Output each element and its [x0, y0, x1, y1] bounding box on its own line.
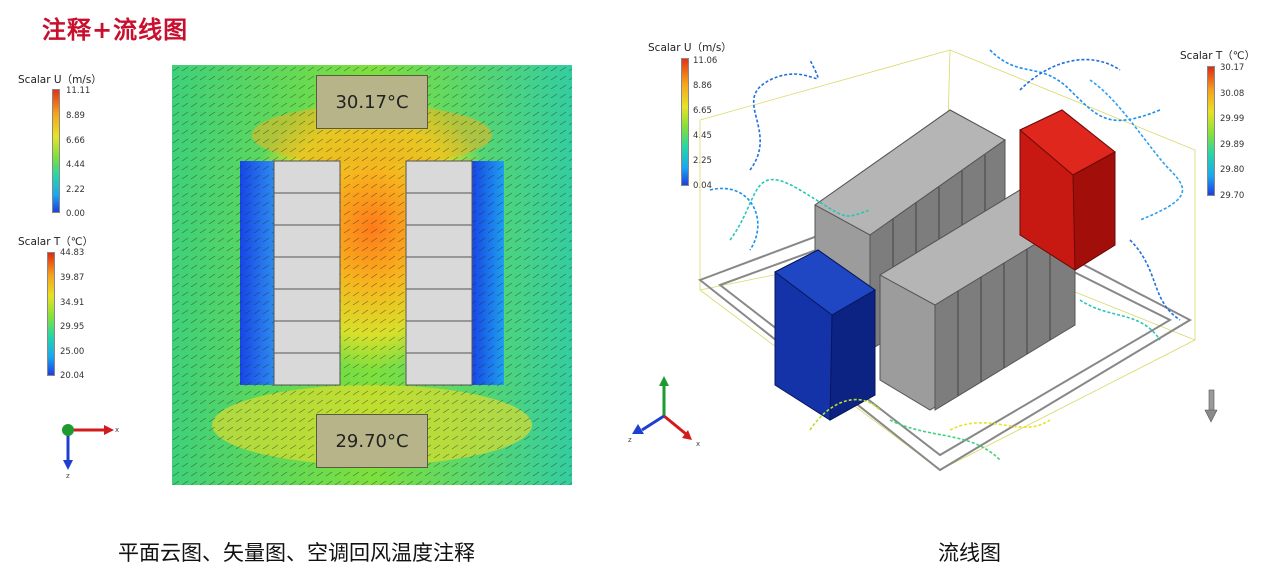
plan-contour-plot: [172, 65, 572, 485]
gravity-arrow-icon: [1204, 389, 1218, 423]
crac-unit-blue: [774, 249, 876, 421]
axis-x-label-right: x: [696, 440, 701, 448]
axis-z-label: z: [66, 472, 70, 480]
crac-unit-red: [1019, 109, 1116, 271]
streamline-legend-u-tick: 8.86: [693, 81, 712, 91]
streamline-3d-view: [697, 49, 1196, 472]
streamline-legend-u-tick: 4.45: [693, 131, 712, 141]
legend-u-tick: 2.22: [66, 185, 85, 195]
right-caption: 流线图: [938, 541, 1001, 565]
legend-u-title: Scalar U（m/s）: [18, 74, 102, 86]
page-title: 注释+流线图: [42, 16, 189, 44]
legend-t-tick: 25.00: [60, 347, 85, 357]
legend-u-tick: 6.66: [66, 136, 85, 146]
axis-indicator-left: [62, 424, 114, 470]
legend-t-tick: 44.83: [60, 248, 85, 258]
streamline-legend-u-tick: 0.04: [693, 181, 712, 191]
legend-u-colorbar: [52, 89, 60, 213]
streamline-legend-t-tick: 29.99: [1220, 114, 1245, 124]
streamline-legend-u-colorbar: [681, 58, 689, 186]
legend-t-tick: 39.87: [60, 273, 85, 283]
streamline-legend-u-title: Scalar U（m/s）: [648, 42, 732, 54]
streamline-legend-u-tick: 6.65: [693, 106, 712, 116]
legend-u-tick: 8.89: [66, 111, 85, 121]
streamline-legend-t-title: Scalar T（℃）: [1180, 50, 1256, 62]
legend-t-tick: 20.04: [60, 371, 85, 381]
rack-row-front: [878, 189, 1077, 411]
axis-z-label-right: z: [628, 436, 632, 444]
streamline-legend-t-tick: 29.80: [1220, 165, 1245, 175]
legend-t-title: Scalar T（℃）: [18, 236, 94, 248]
axis-indicator-right: [632, 376, 692, 440]
streamlines: [709, 49, 1184, 461]
rack-row-right: [405, 160, 473, 386]
streamline-legend-t-tick: 29.70: [1220, 191, 1245, 201]
rack-row-left: [273, 160, 341, 386]
streamline-legend-t-tick: 30.17: [1220, 63, 1245, 73]
legend-t-tick: 34.91: [60, 298, 85, 308]
legend-u-tick: 11.11: [66, 86, 91, 96]
legend-t-colorbar: [47, 252, 55, 376]
return-air-temp-top: 30.17°C: [316, 75, 428, 129]
streamline-legend-t-tick: 29.89: [1220, 140, 1245, 150]
streamline-legend-t-colorbar: [1207, 66, 1215, 196]
return-air-temp-bottom: 29.70°C: [316, 414, 428, 468]
streamline-legend-u-tick: 2.25: [693, 156, 712, 166]
axis-x-label: x: [115, 426, 120, 434]
streamline-legend-u-tick: 11.06: [693, 56, 718, 66]
legend-u-tick: 0.00: [66, 209, 85, 219]
legend-u-tick: 4.44: [66, 160, 85, 170]
streamline-legend-t-tick: 30.08: [1220, 89, 1245, 99]
legend-t-tick: 29.95: [60, 322, 85, 332]
left-caption: 平面云图、矢量图、空调回风温度注释: [118, 541, 475, 565]
